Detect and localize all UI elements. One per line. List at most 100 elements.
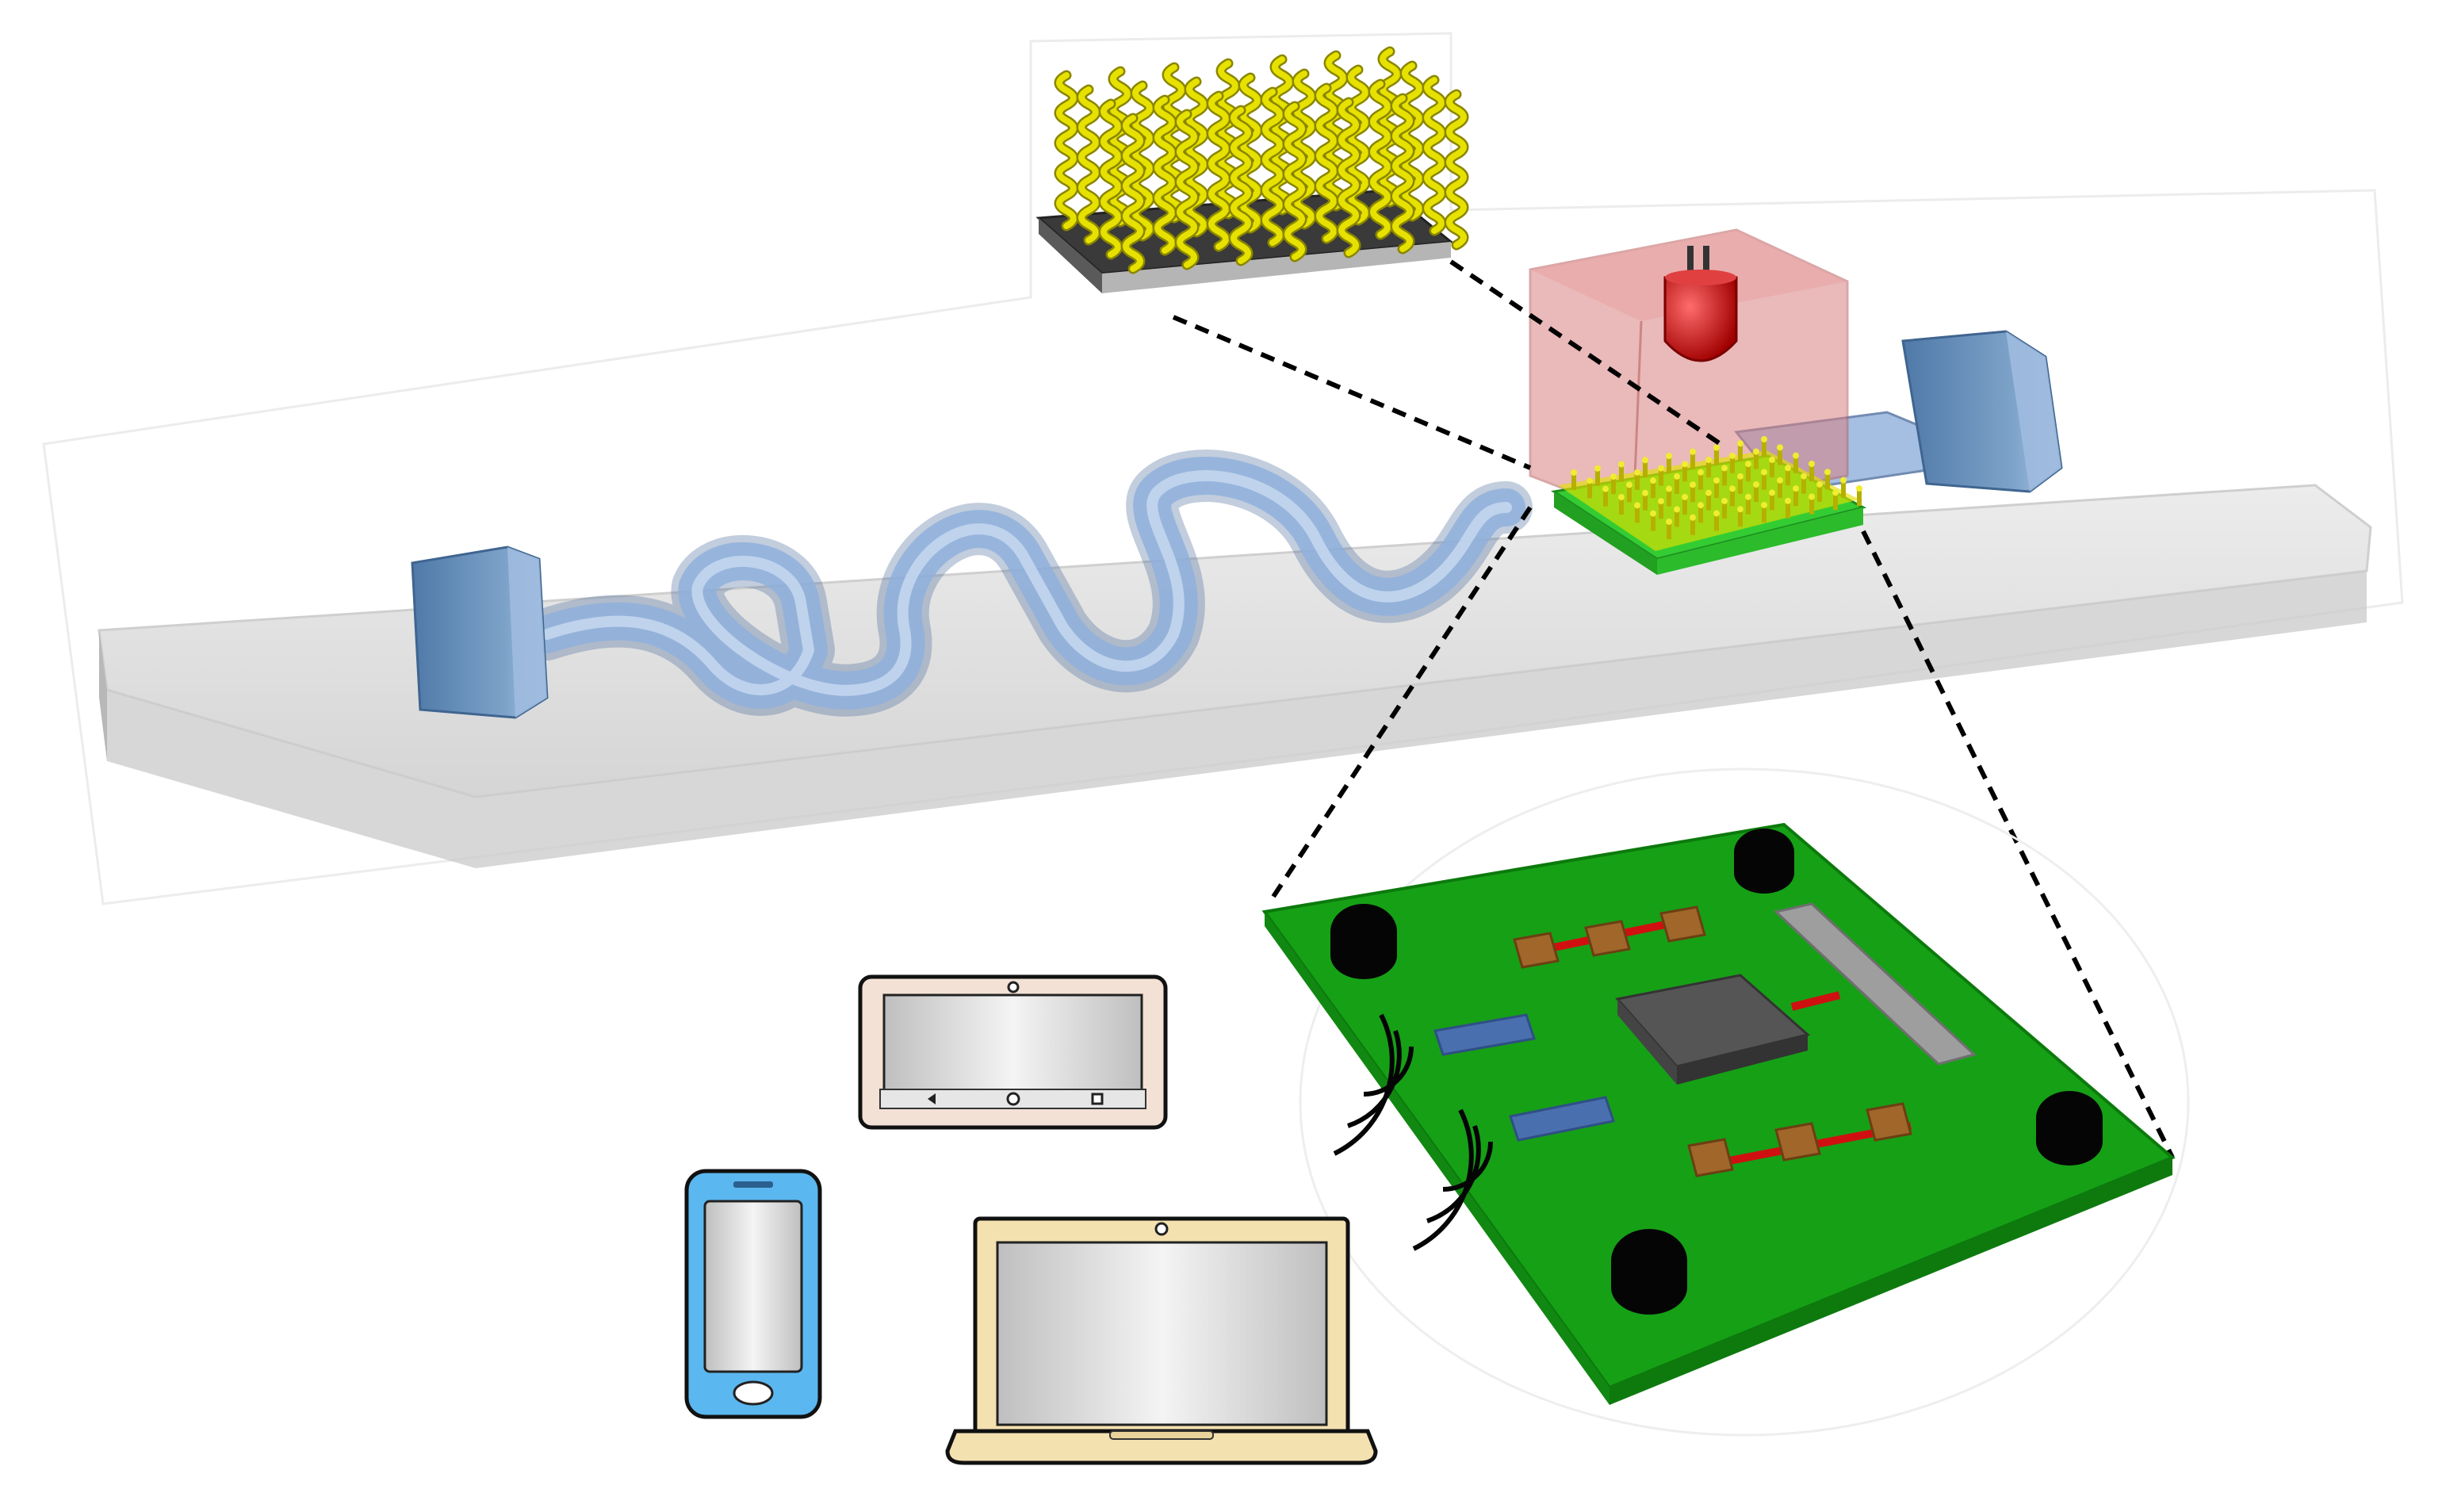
chip-front-face: [107, 571, 2367, 868]
nanowire-tip: [1809, 461, 1815, 467]
nanowire-tip: [1761, 502, 1767, 508]
pcb-board: [1261, 767, 2190, 1437]
nanowire-tip: [1824, 469, 1831, 476]
nanowire-tip: [1777, 477, 1783, 484]
nanowire-tip: [1753, 481, 1759, 488]
led-icon: [1663, 246, 1738, 362]
nanowire-tip: [1745, 493, 1751, 500]
nanowire-tip: [1602, 485, 1609, 492]
nanowire-tip: [1721, 465, 1728, 472]
nanowire-tip: [1785, 465, 1791, 472]
leader-lines: [1172, 259, 2175, 1159]
nanowire-tip: [1856, 485, 1862, 492]
nanowire-tip: [1594, 465, 1601, 472]
nanowire-tip: [1745, 461, 1751, 468]
helix-nanowire: [1424, 77, 1445, 234]
nanowire-tip: [1658, 498, 1664, 505]
nanowire-tip: [1737, 473, 1743, 480]
sensor-substrate: [1550, 436, 1867, 575]
nanowire-tip: [1809, 493, 1815, 500]
nanowire-tip: [1658, 465, 1664, 472]
nanowire-tip: [1713, 477, 1720, 484]
microfluidic-chip: [98, 228, 2372, 868]
leader-line-pcb-right: [1861, 530, 2175, 1159]
nanowire-array: [1571, 436, 1862, 539]
helix-nanowire: [1262, 89, 1283, 246]
nanowire-tip: [1729, 452, 1736, 459]
leader-line-pcb-left: [1266, 506, 1533, 905]
nanowire-tip: [1690, 448, 1696, 455]
nanowire-tip: [1682, 461, 1688, 468]
helix-nanowire: [1056, 72, 1077, 229]
nanowire-tip: [1785, 497, 1791, 504]
pcb-feet: [1330, 829, 2103, 1315]
nanowire-tip: [1761, 436, 1767, 442]
nanowire-tip: [1761, 469, 1767, 476]
nanowire-tip: [1816, 480, 1823, 488]
helix-nanowire: [1100, 101, 1121, 258]
nanowire-tip: [1642, 457, 1648, 464]
tablet-icon: [858, 974, 1168, 1130]
inlet-port: [411, 545, 549, 719]
nanowire-tip: [1666, 485, 1672, 492]
bluetooth-module-bottom: [1509, 1096, 1615, 1142]
nanowire-tip: [1721, 497, 1728, 504]
nanowire-tip: [1769, 489, 1775, 496]
helix-nanowire: [1338, 99, 1359, 256]
nanowire-tip: [1674, 473, 1680, 480]
helix-nanowire: [1208, 93, 1229, 250]
helix-nanowire: [1284, 103, 1305, 260]
helix-nanowire: [1177, 111, 1197, 268]
serpentine-channel: [521, 450, 1533, 717]
nanowire-tip: [1777, 444, 1783, 451]
laptop-icon: [945, 1216, 1378, 1465]
nanowire-tip: [1769, 456, 1775, 463]
nanowire-tip: [1698, 469, 1704, 476]
nanowire-tip: [1840, 477, 1847, 484]
nanowire-tip: [1698, 502, 1704, 509]
nanowire-tip: [1690, 514, 1696, 521]
nanowire-tip: [1737, 506, 1743, 513]
leader-line-inset-right: [1449, 259, 1722, 446]
nanowire-tip: [1674, 506, 1680, 513]
helix-nanowire: [1446, 91, 1467, 248]
helix-nanowire: [1078, 86, 1099, 243]
nanowire-tip: [1618, 461, 1625, 468]
nanowire-tip: [1832, 489, 1839, 496]
nanowire-tip: [1705, 457, 1712, 464]
helix-nanowire: [1392, 95, 1413, 252]
nanowire-tip: [1690, 481, 1696, 488]
chip-side-face: [99, 630, 107, 761]
helix-nanowire: [1154, 97, 1175, 254]
nanowire-tip: [1801, 473, 1807, 480]
nanowire-tip: [1793, 485, 1799, 492]
nanowire-tip: [1634, 502, 1640, 509]
nanowire-tip: [1618, 494, 1625, 500]
nanowire-tip: [1713, 444, 1720, 451]
nanowire-tip: [1729, 485, 1736, 492]
nanowire-tip: [1650, 510, 1656, 517]
helix-nanowire: [1123, 115, 1143, 272]
smartphone-icon: [684, 1169, 822, 1419]
nanowire-tip: [1793, 452, 1799, 459]
nanowire-tip: [1737, 440, 1743, 447]
nanowire-helices: [1054, 46, 1469, 274]
nanowire-tip: [1634, 469, 1640, 476]
helix-nanowire: [1370, 81, 1391, 238]
leader-line-inset-left: [1172, 315, 1532, 470]
nanowire-array-icon: [1035, 46, 1469, 293]
resistor-row-bottom: [1687, 1102, 1912, 1177]
nanowire-tip: [1666, 453, 1672, 459]
nanowire-tip: [1682, 493, 1688, 500]
helix-nanowire: [1316, 85, 1337, 242]
resistor-row-top: [1513, 905, 1706, 969]
nanowire-tip: [1587, 477, 1593, 484]
nanowire-tip: [1713, 510, 1720, 517]
connector-header: [1773, 902, 1977, 1066]
nanowire-tip: [1753, 448, 1759, 455]
nanowire-tip: [1610, 473, 1617, 480]
microcontroller-chip: [1615, 974, 1841, 1085]
nanowire-tip: [1650, 477, 1656, 484]
